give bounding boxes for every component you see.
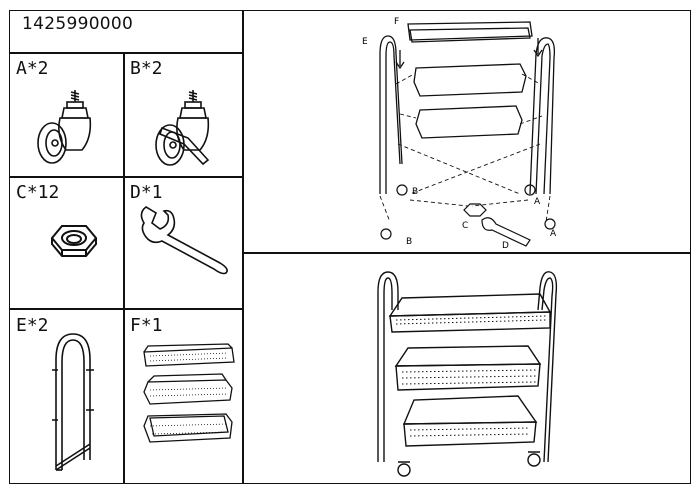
part-label-f: F*1 [130,315,163,336]
basket-shelves-icon [143,343,235,443]
exploded-assembly-diagram: F E B B A A C D [362,17,557,251]
divider-right-middle [242,252,691,254]
wrench-icon [140,206,228,275]
part-label-a: A*2 [16,58,49,79]
part-label-e: E*2 [16,315,49,336]
diagram-label-e: E [362,37,368,47]
part-label-b: B*2 [130,58,163,79]
divider-row-1 [9,176,243,178]
diagram-label-a1: A [534,197,541,207]
diagram-label-a2: A [550,229,557,239]
part-label-d: D*1 [130,182,163,203]
divider-header [9,52,243,54]
divider-left-right [242,10,244,484]
side-frame-icon [52,333,94,471]
diagram-label-c: C [462,221,468,231]
assembled-cart-illustration [377,271,558,477]
divider-row-2 [9,308,243,310]
caster-wheel-with-brake-icon [155,90,210,166]
part-number: 1425990000 [22,14,134,34]
divider-parts-column [123,52,125,484]
diagram-label-d: D [502,241,509,251]
diagram-label-b2: B [406,237,412,247]
part-label-c: C*12 [16,182,60,203]
instruction-sheet [9,10,691,484]
caster-wheel-icon [37,90,92,164]
hex-nut-icon [50,225,98,257]
diagram-label-f: F [394,17,399,27]
diagram-label-b1: B [412,187,418,197]
